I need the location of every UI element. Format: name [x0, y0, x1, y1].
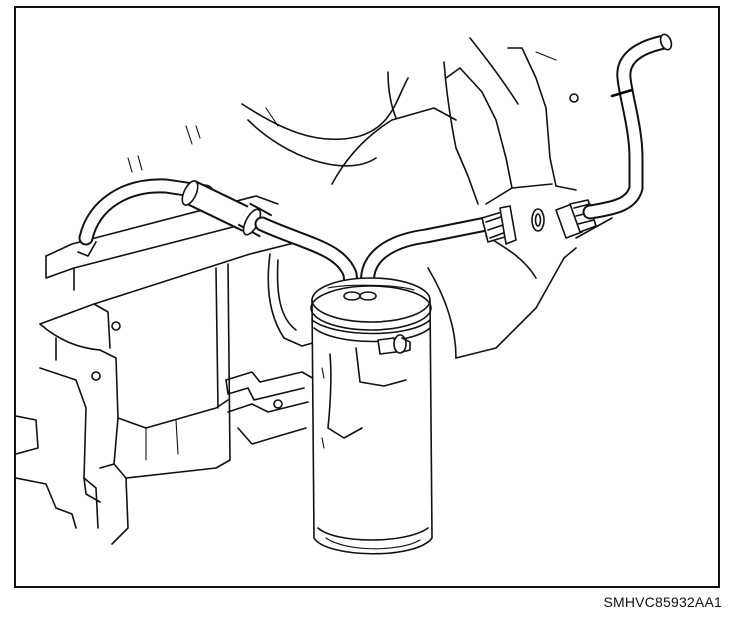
- figure-frame: [14, 6, 720, 588]
- figure-caption: SMHVC85932AA1: [603, 594, 722, 610]
- accumulator-outlet-tube: [358, 216, 494, 302]
- radiator-support-bracket: [16, 195, 317, 545]
- ac-accumulator-illustration: [16, 33, 673, 555]
- evaporator-inlet-tube: [77, 178, 360, 302]
- accumulator: [310, 277, 433, 555]
- engine-compartment-background: [127, 37, 613, 359]
- outlet-fitting-assembly: [481, 33, 673, 245]
